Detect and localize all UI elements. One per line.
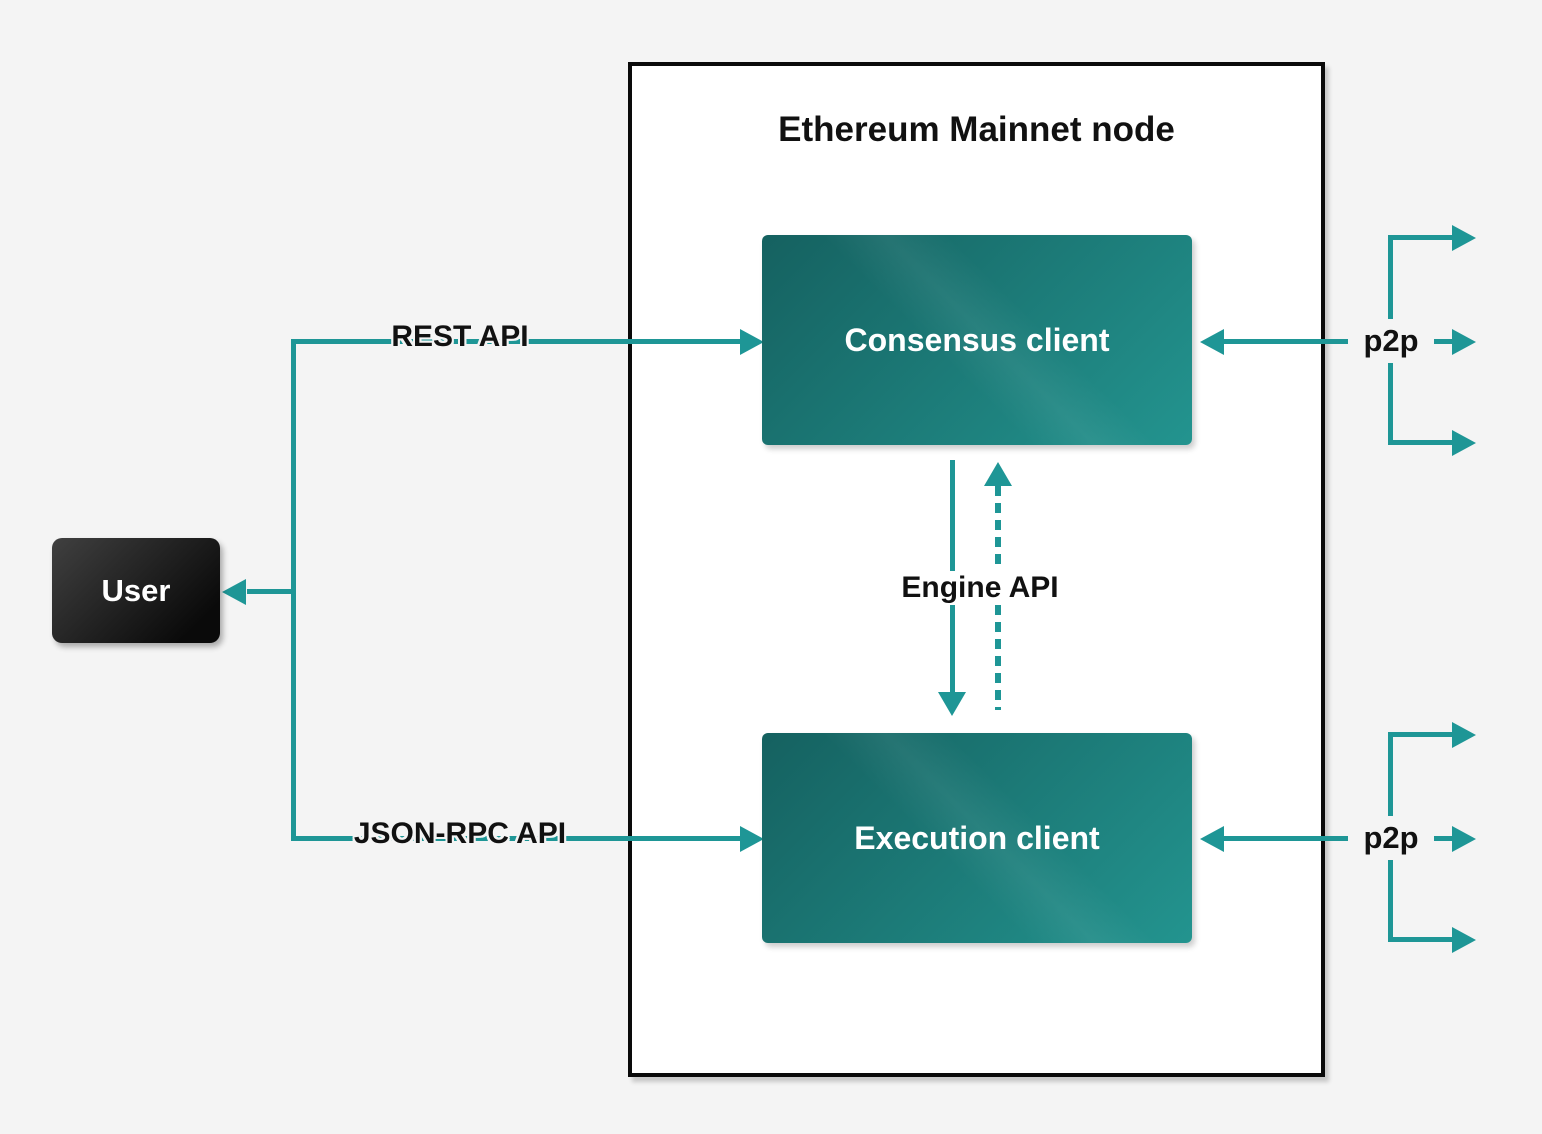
p2p-top-line <box>1390 732 1452 737</box>
user-arrowhead-icon <box>222 579 246 605</box>
p2p-mid-arrowhead-icon <box>1452 826 1476 852</box>
engine-api-label: Engine API <box>885 571 1075 605</box>
user-arrow-line <box>247 589 296 594</box>
p2p-bottom-line <box>1390 937 1452 942</box>
p2p-left-line <box>1224 836 1360 841</box>
json-rpc-api-arrowhead-icon <box>740 826 764 852</box>
rest-api-label: REST API <box>391 320 529 353</box>
user-box: User <box>52 538 220 643</box>
json-rpc-api-label: JSON-RPC API <box>353 817 567 850</box>
p2p-mid-line <box>1424 339 1452 344</box>
box-sheen <box>762 235 1192 445</box>
p2p-bottom-arrowhead-icon <box>1452 927 1476 953</box>
p2p-top-line <box>1390 235 1452 240</box>
p2p-top-arrowhead-icon <box>1452 225 1476 251</box>
consensus-client-label: Consensus client <box>844 321 1110 358</box>
rest-api-arrowhead-icon <box>740 329 764 355</box>
p2p-left-arrowhead-icon <box>1200 826 1224 852</box>
rest-api-line <box>291 339 743 344</box>
p2p-execution-label: p2p <box>1348 816 1434 860</box>
p2p-bottom-arrowhead-icon <box>1452 430 1476 456</box>
p2p-mid-arrowhead-icon <box>1452 329 1476 355</box>
box-sheen <box>762 733 1192 943</box>
user-label: User <box>101 572 171 608</box>
p2p-top-arrowhead-icon <box>1452 722 1476 748</box>
p2p-bottom-line <box>1390 440 1452 445</box>
p2p-mid-line <box>1424 836 1452 841</box>
execution-client-box: Execution client <box>762 733 1192 943</box>
engine-api-down-arrowhead-icon <box>938 692 966 716</box>
p2p-left-line <box>1224 339 1360 344</box>
engine-api-up-arrowhead-icon <box>984 462 1012 486</box>
consensus-client-box: Consensus client <box>762 235 1192 445</box>
p2p-left-arrowhead-icon <box>1200 329 1224 355</box>
p2p-consensus-label: p2p <box>1348 319 1434 363</box>
node-title: Ethereum Mainnet node <box>778 110 1175 149</box>
execution-client-label: Execution client <box>854 819 1100 856</box>
json-rpc-api-line <box>291 836 743 841</box>
